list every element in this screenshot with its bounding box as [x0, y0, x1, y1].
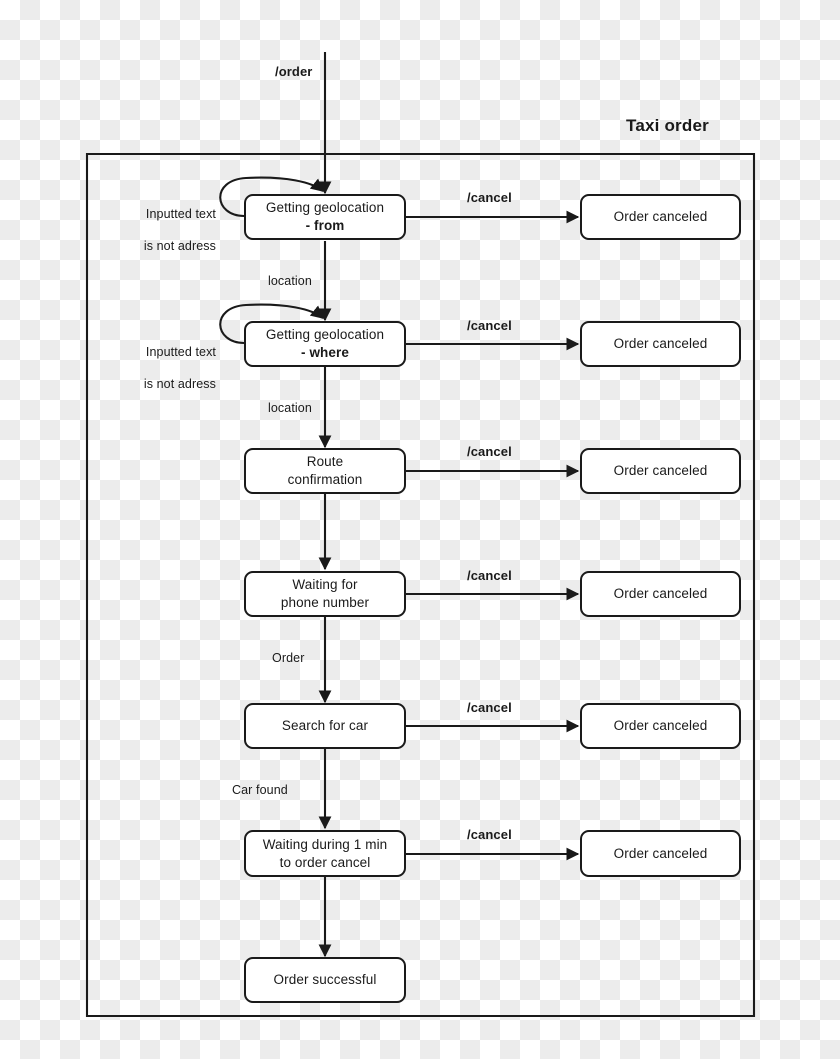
state-label-line1: Waiting for: [292, 577, 358, 593]
edge-label-cancel-3: /cancel: [467, 444, 512, 459]
container-boundary: [85, 152, 756, 1018]
self-loop-label-line2: is not adress: [143, 377, 216, 391]
state-node-geo-where[interactable]: Getting geolocation - where: [244, 321, 406, 367]
state-label-line2: phone number: [280, 595, 370, 610]
state-node-order-canceled-5[interactable]: Order canceled: [580, 703, 741, 749]
state-label-line2: confirmation: [287, 472, 363, 487]
edge-label-cancel-2: /cancel: [467, 318, 512, 333]
edge-label-location-2: location: [268, 401, 312, 415]
self-loop-geo-from: [219, 176, 325, 218]
edge-label-car-found: Car found: [232, 783, 288, 797]
cancel-state-label: Order canceled: [613, 586, 708, 602]
cancel-state-label: Order canceled: [613, 718, 708, 734]
state-label-line1: Order successful: [273, 972, 377, 988]
edge-label-cancel-4: /cancel: [467, 568, 512, 583]
state-node-order-successful[interactable]: Order successful: [244, 957, 406, 1003]
state-label-line1: Route: [306, 454, 344, 470]
state-node-geo-from[interactable]: Getting geolocation - from: [244, 194, 406, 240]
cancel-state-label: Order canceled: [613, 336, 708, 352]
edge-label-cancel-5: /cancel: [467, 700, 512, 715]
state-label-line2: - where: [301, 345, 349, 360]
state-node-search-for-car[interactable]: Search for car: [244, 703, 406, 749]
self-loop-geo-where: [219, 303, 325, 345]
edge-label-location-1: location: [268, 274, 312, 288]
cancel-state-label: Order canceled: [613, 209, 708, 225]
state-node-order-canceled-2[interactable]: Order canceled: [580, 321, 741, 367]
self-loop-label-line1: Inputted text: [145, 345, 216, 359]
self-loop-label-line2: is not adress: [143, 239, 216, 253]
state-node-order-canceled-3[interactable]: Order canceled: [580, 448, 741, 494]
diagram-title: Taxi order: [626, 116, 709, 135]
self-loop-label-1: Inputted text is not adress: [123, 190, 216, 270]
edge-label-cancel-6: /cancel: [467, 827, 512, 842]
state-label-line2: to order cancel: [279, 854, 371, 870]
state-node-order-canceled-4[interactable]: Order canceled: [580, 571, 741, 617]
state-label-line2: - from: [305, 218, 345, 233]
state-label-line1: Search for car: [281, 718, 369, 734]
state-node-route-confirmation[interactable]: Route confirmation: [244, 448, 406, 494]
state-label-line1: Waiting during 1 min: [262, 836, 388, 852]
cancel-state-label: Order canceled: [613, 463, 708, 479]
self-loop-label-line1: Inputted text: [145, 207, 216, 221]
self-loop-label-2: Inputted text is not adress: [123, 328, 216, 408]
cancel-state-label: Order canceled: [613, 845, 708, 861]
edge-label-cancel-1: /cancel: [467, 190, 512, 205]
state-node-waiting-phone-number[interactable]: Waiting for phone number: [244, 571, 406, 617]
state-label-line1: Getting geolocation: [265, 327, 385, 343]
state-node-waiting-1-min[interactable]: Waiting during 1 min to order cancel: [244, 830, 406, 877]
edge-label-order: Order: [272, 651, 305, 665]
entry-label-order: /order: [275, 64, 313, 79]
state-node-order-canceled-1[interactable]: Order canceled: [580, 194, 741, 240]
state-label-line1: Getting geolocation: [265, 200, 385, 216]
state-node-order-canceled-6[interactable]: Order canceled: [580, 830, 741, 877]
